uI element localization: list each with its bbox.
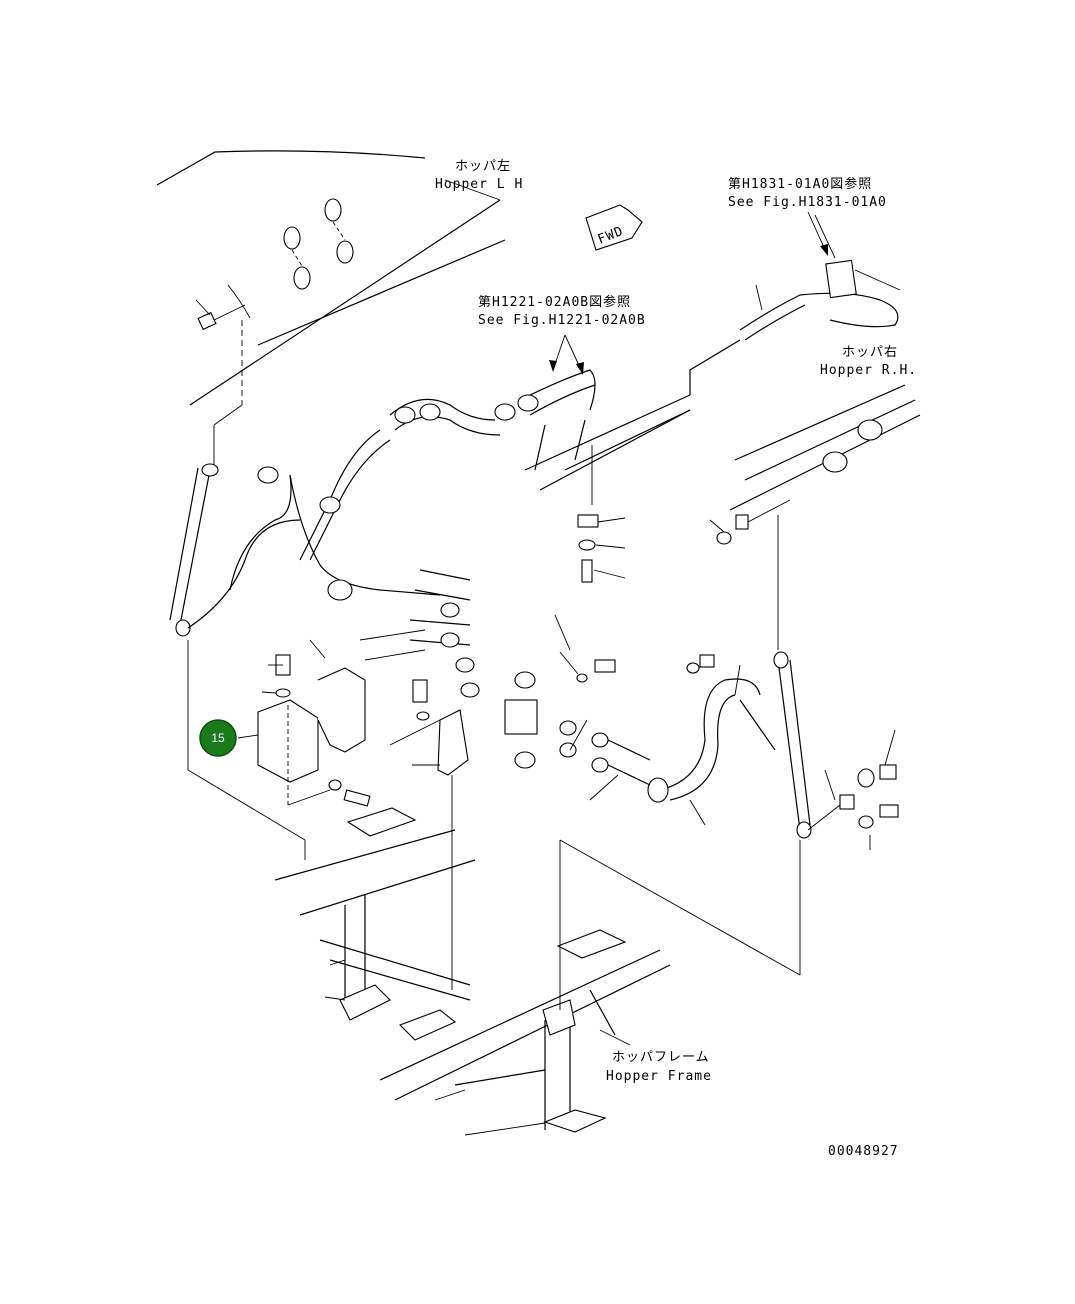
- hose-to-h1831: [739, 214, 901, 341]
- callout-15-badge[interactable]: [199, 719, 237, 757]
- right-fittings: [807, 764, 899, 850]
- valve-block-area: [409, 569, 651, 786]
- fig-h1831-label-en: See Fig.H1831-01A0: [728, 195, 887, 210]
- h1221-pointer-arrows: [549, 211, 828, 375]
- right-hose-loop: [647, 654, 776, 803]
- fig-h1221-label-jp: 第H1221-02A0B図参照: [478, 294, 631, 310]
- left-cylinder: [169, 425, 306, 841]
- hopper-frame-label-en: Hopper Frame: [606, 1069, 712, 1084]
- callout-15-number: 15: [211, 731, 225, 745]
- leader-lines: [261, 614, 896, 1101]
- callout-15[interactable]: 15: [199, 719, 259, 757]
- hopper-frame: [274, 807, 671, 1136]
- hopper-rh-label-en: Hopper R.H.: [820, 363, 917, 378]
- cover-assembly: [257, 654, 469, 990]
- hopper-rh-outline: [709, 384, 921, 545]
- fig-h1221-label-en: See Fig.H1221-02A0B: [478, 313, 646, 328]
- hopper-rh-label-jp: ホッパ右: [842, 345, 898, 360]
- fig-h1831-label-jp: 第H1831-01A0図参照: [728, 176, 872, 192]
- hopper-lh-fasteners: [195, 198, 354, 426]
- hose-routing: [187, 369, 596, 629]
- text-labels: ホッパ左 Hopper L H 第H1831-01A0図参照 See Fig.H…: [435, 159, 917, 1159]
- right-cylinder: [559, 515, 812, 976]
- hopper-lh-label-jp: ホッパ左: [455, 159, 511, 174]
- hopper-lh-label-en: Hopper L H: [435, 177, 523, 192]
- fwd-arrow: FWD: [585, 204, 643, 251]
- hopper-frame-label-jp: ホッパフレーム: [612, 1050, 710, 1065]
- drawing-number: 00048927: [828, 1144, 899, 1159]
- upper-rails: [524, 339, 741, 583]
